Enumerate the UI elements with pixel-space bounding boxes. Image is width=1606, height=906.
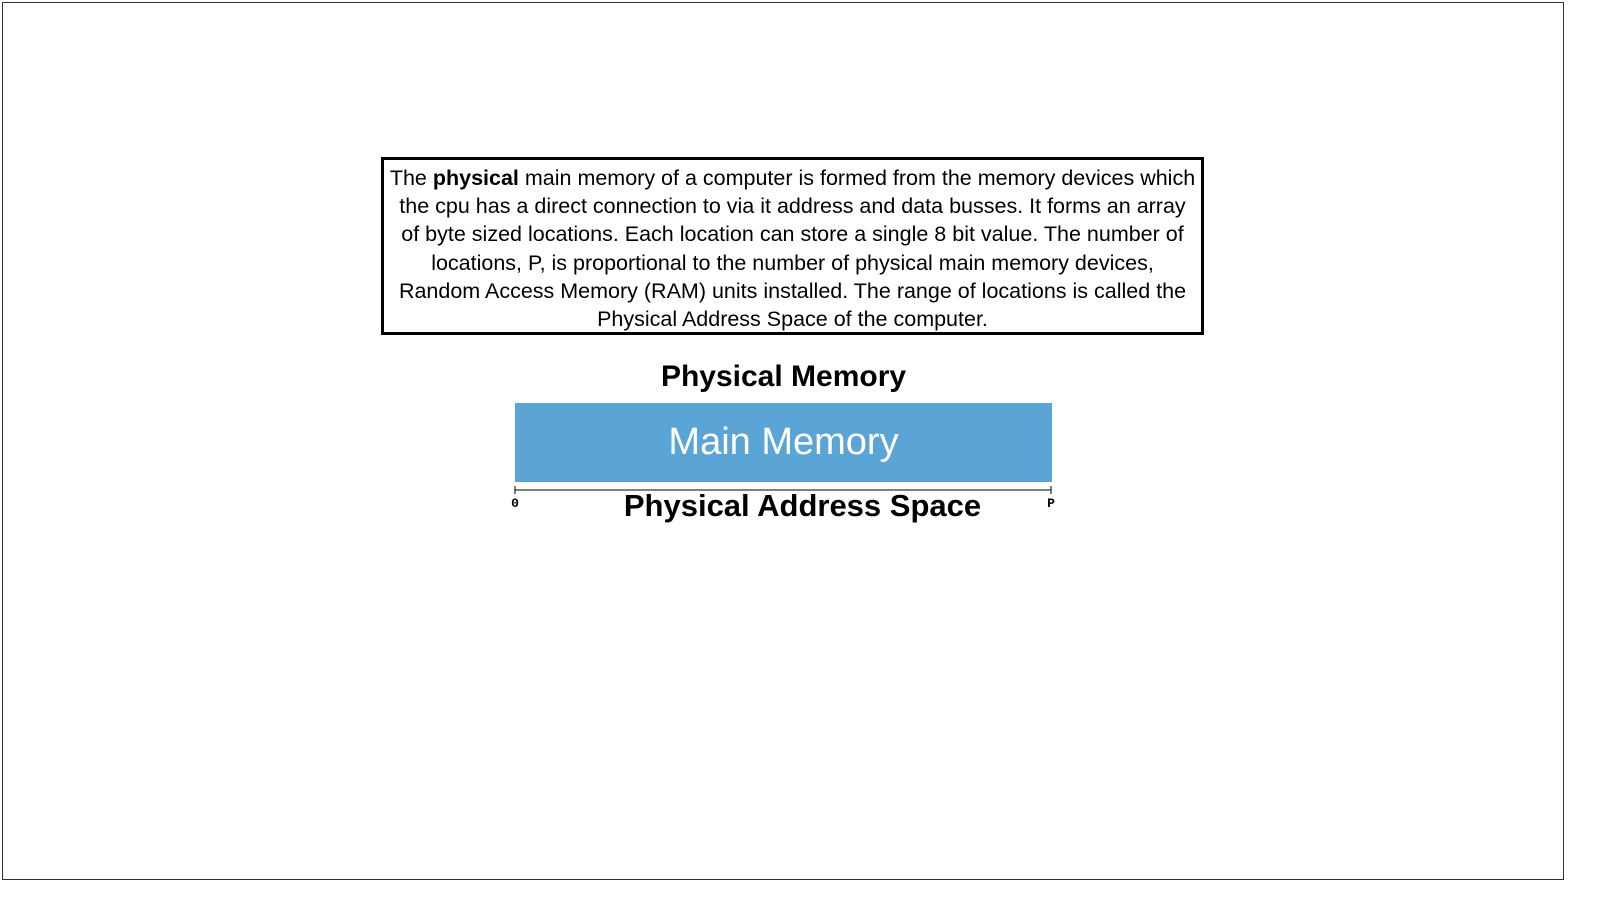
axis-title: Physical Address Space bbox=[623, 488, 982, 523]
description-lead: The bbox=[389, 166, 433, 190]
diagram-title: Physical Memory bbox=[660, 360, 907, 393]
address-axis: 0 P bbox=[511, 486, 1055, 511]
axis-start-label: 0 bbox=[511, 496, 519, 511]
description-emphasis: physical bbox=[432, 166, 519, 190]
description-body: main memory of a computer is formed from… bbox=[398, 166, 1196, 332]
axis-end-label: P bbox=[1047, 496, 1055, 511]
main-memory-block: Main Memory bbox=[515, 403, 1052, 482]
description-box: The physical main memory of a computer i… bbox=[381, 157, 1204, 335]
main-memory-label: Main Memory bbox=[668, 421, 899, 463]
